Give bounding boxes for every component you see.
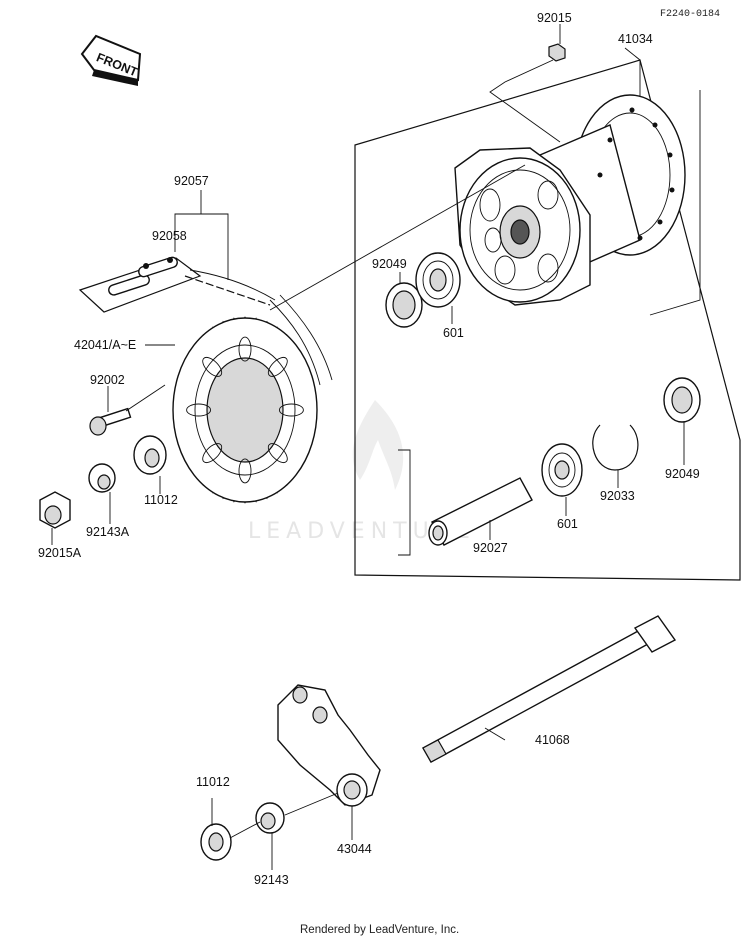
diagram-code: F2240-0184 [660, 9, 720, 20]
bolt-92002 [89, 384, 166, 436]
nut-92015A [39, 491, 71, 529]
label-11012-top: 11012 [144, 493, 178, 507]
sprocket-hole [186, 403, 212, 417]
caliper-bracket-43044 [277, 684, 381, 807]
leader-92015 [489, 59, 561, 143]
label-41034: 41034 [618, 32, 653, 46]
sprocket-hole [238, 336, 252, 362]
label-92002: 92002 [90, 373, 125, 387]
collar-92143 [255, 802, 285, 834]
sprocket-hole [267, 356, 288, 377]
washer-11012-bottom [200, 823, 232, 861]
rear-sprocket-42041 [172, 316, 318, 504]
label-43044: 43044 [337, 842, 372, 856]
front-arrow-icon: FRONT [80, 34, 142, 86]
leader-lines [51, 24, 685, 870]
label-92027: 92027 [473, 541, 508, 555]
label-92015A: 92015A [38, 546, 82, 560]
spacer-92027 [428, 477, 533, 546]
label-92058: 92058 [152, 229, 187, 243]
hub-assembly-frame [354, 59, 741, 581]
rendered-by-credit: Rendered by LeadVenture, Inc. [300, 924, 459, 936]
oil-seal-92049-right [663, 377, 701, 423]
label-11012-bottom: 11012 [196, 775, 230, 789]
sprocket-hole [202, 443, 223, 464]
label-41068: 41068 [535, 733, 570, 747]
label-92015: 92015 [537, 11, 572, 25]
sprocket-hole [278, 403, 304, 417]
rear-hub-41034 [454, 94, 686, 306]
nut-92015 [548, 43, 566, 62]
label-92143: 92143 [254, 873, 289, 887]
label-92143A: 92143A [86, 525, 130, 539]
label-42041: 42041/A~E [74, 338, 136, 352]
part-labels: 92015 41034 92057 92058 42041/A~E 92049 … [38, 11, 700, 887]
bearing-601-top [415, 252, 461, 308]
collar-92143A [88, 463, 116, 493]
label-92033: 92033 [600, 489, 635, 503]
circlip-92033 [592, 424, 639, 471]
label-601-bottom: 601 [557, 517, 578, 531]
axle-41068 [422, 615, 677, 763]
sprocket-hole [267, 443, 288, 464]
oil-seal-92049-top [385, 282, 423, 328]
label-601-top: 601 [443, 326, 464, 340]
bearing-601-bottom [541, 443, 583, 497]
label-92049-top: 92049 [372, 257, 407, 271]
washer-11012-top [133, 435, 167, 475]
sprocket-hole [238, 458, 252, 484]
label-92049-right: 92049 [665, 467, 700, 481]
label-92057: 92057 [174, 174, 209, 188]
master-link-92058 [78, 256, 202, 313]
sprocket-hole [202, 356, 223, 377]
